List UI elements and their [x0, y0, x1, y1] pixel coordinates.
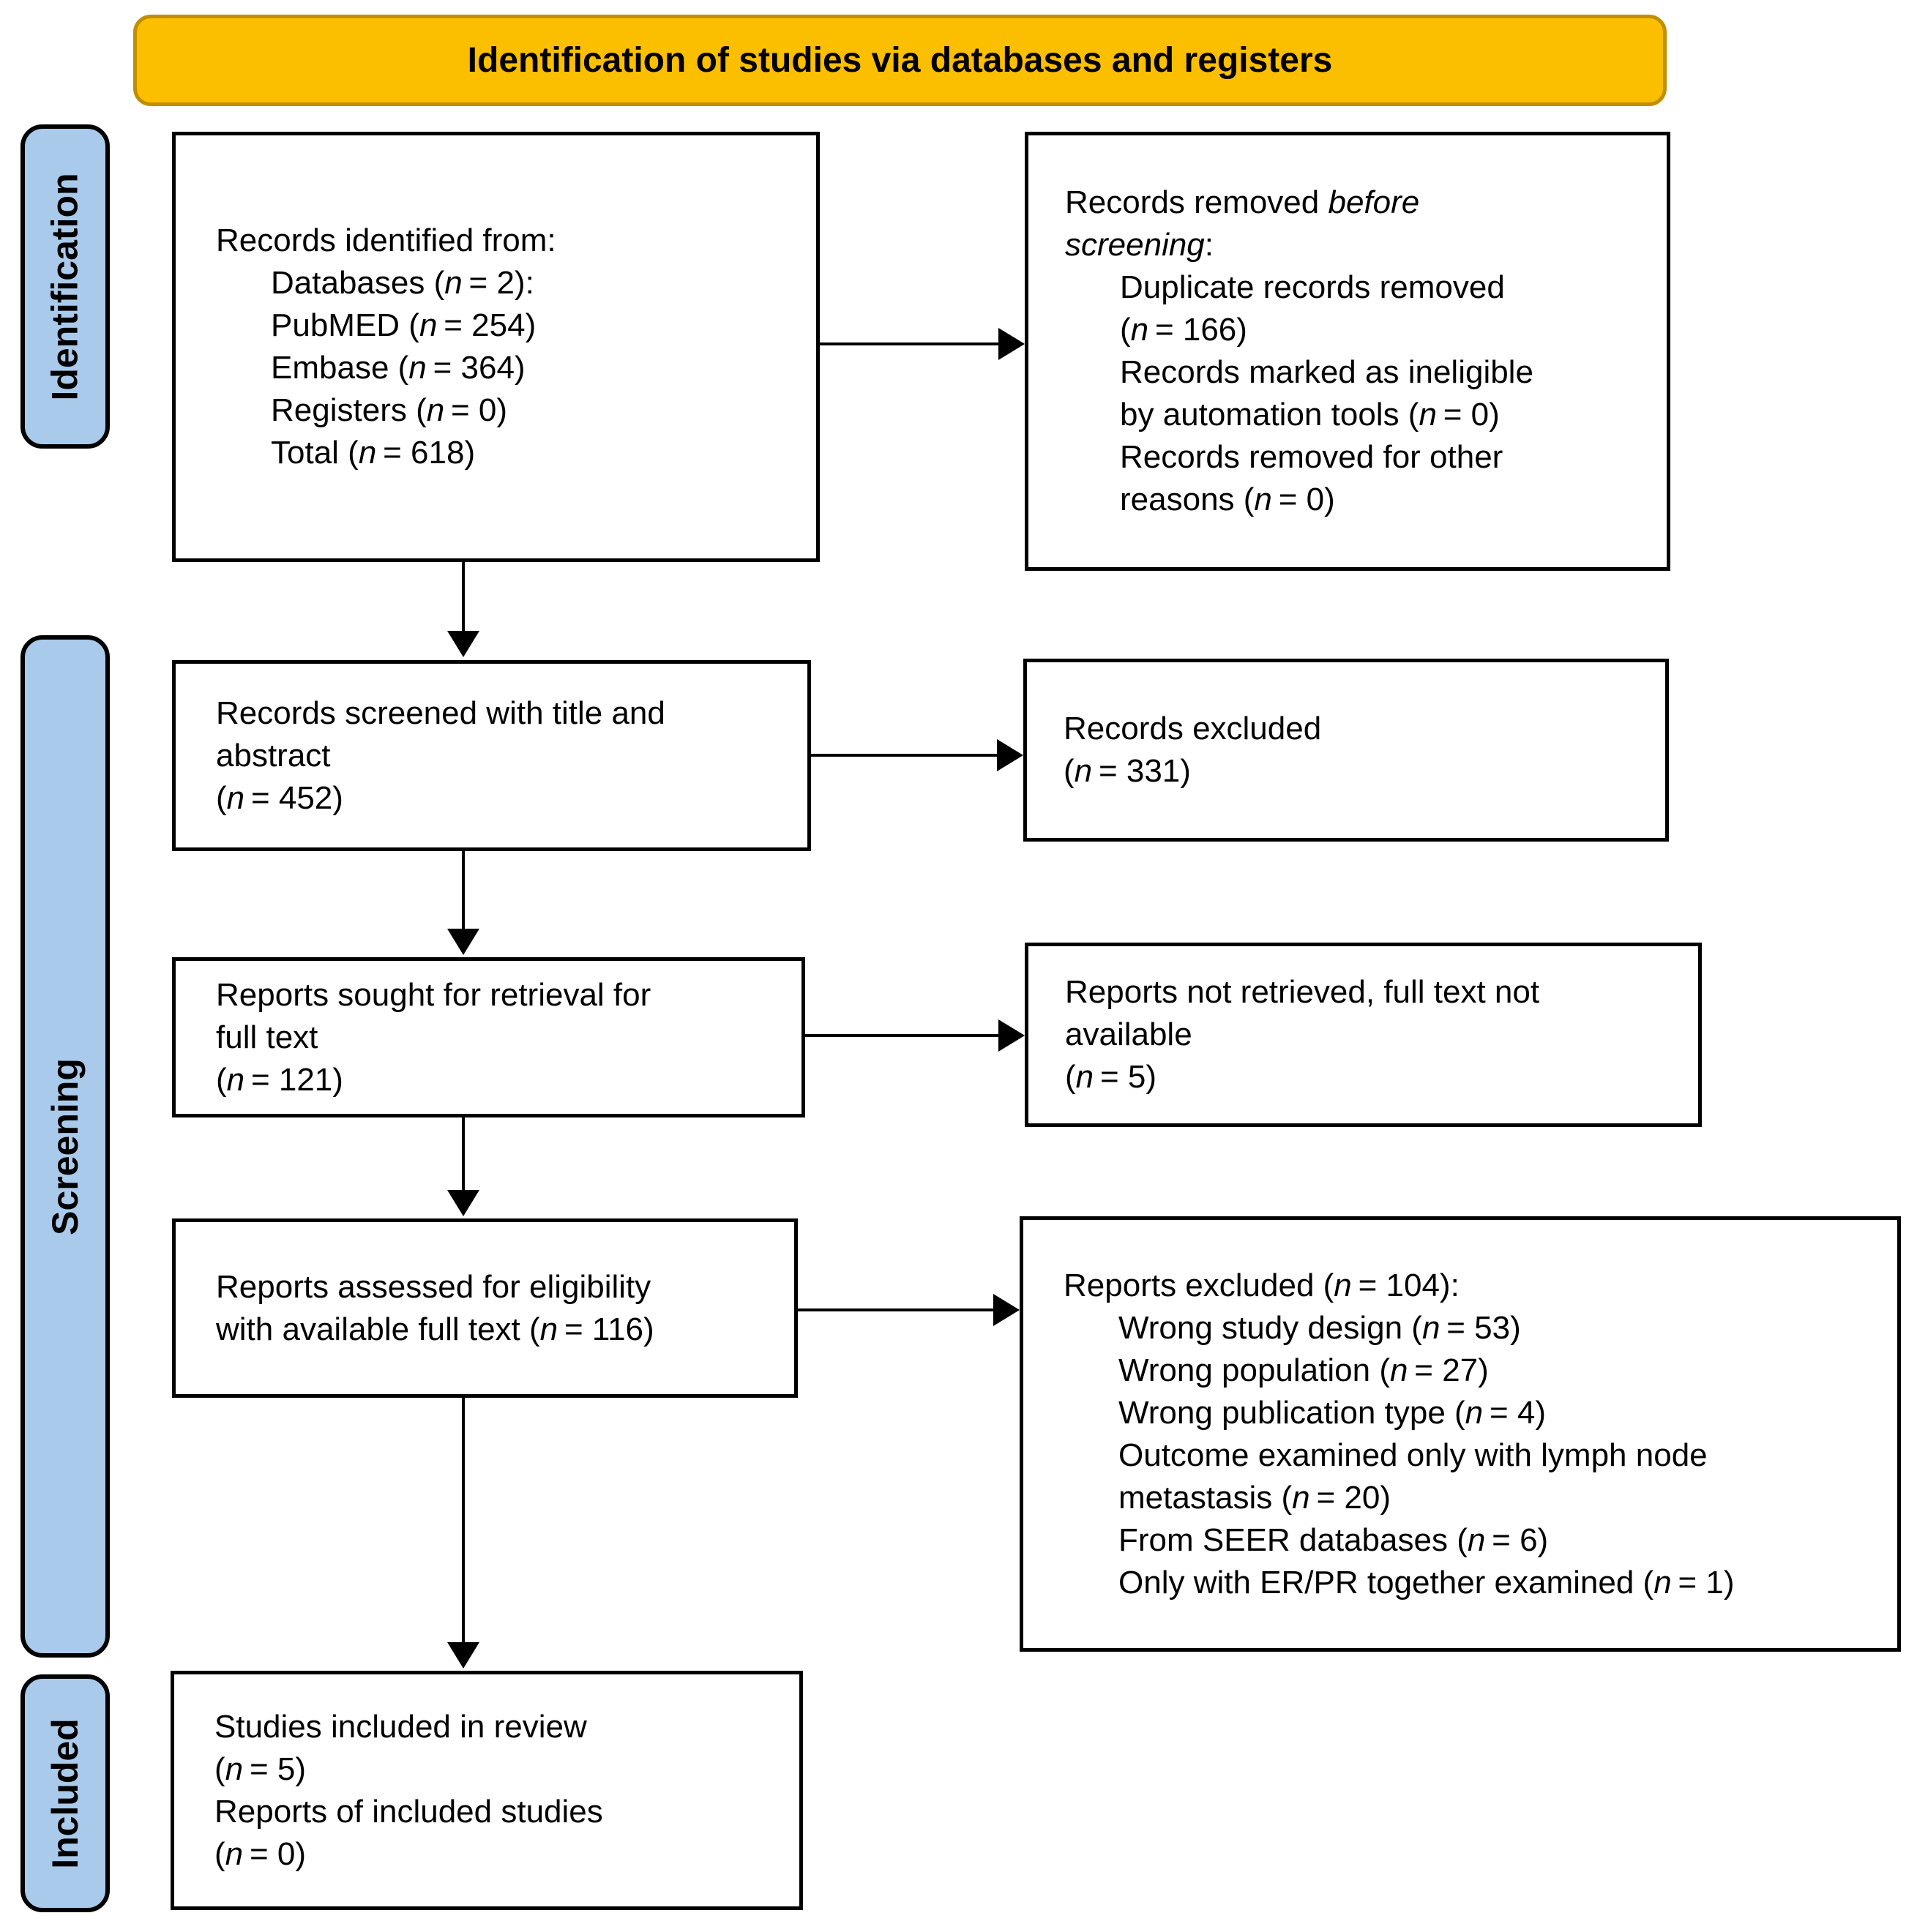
diagram-title-banner: Identification of studies via databases …: [133, 15, 1667, 106]
arrow-down-head-icon: [447, 1190, 479, 1216]
text-line: with available full text (n = 116): [216, 1311, 654, 1347]
text-line: Outcome examined only with lymph node: [1118, 1437, 1708, 1473]
text-line: Records screened with title and: [216, 694, 665, 731]
stage-included: Included: [20, 1674, 110, 1912]
box-studies-included: Studies included in review (n = 5) Reports…: [171, 1671, 803, 1910]
arrow-shaft: [462, 1117, 465, 1193]
box-records-removed-before-screening: Records removed before screening: Duplicat…: [1025, 132, 1670, 571]
text-line: (n = 5): [214, 1751, 306, 1787]
stage-screening-label: Screening: [45, 1057, 86, 1235]
text-line: Reports assessed for eligibility: [216, 1268, 651, 1305]
text-line: PubMED (n = 254): [271, 307, 537, 343]
text-line: Only with ER/PR together examined (n = 1…: [1118, 1564, 1735, 1600]
text-line: From SEER databases (n = 6): [1118, 1521, 1549, 1558]
arrow-screened-to-sought: [447, 851, 479, 955]
arrow-right-head-icon: [993, 1294, 1020, 1326]
text-line: Records removed for other: [1120, 439, 1503, 475]
text-line: Wrong publication type (n = 4): [1118, 1394, 1547, 1431]
stage-identification-label: Identification: [45, 172, 86, 401]
text-line: by automation tools (n = 0): [1120, 397, 1500, 433]
text-line: reasons (n = 0): [1120, 482, 1335, 517]
text-line: (n = 452): [216, 779, 343, 816]
text-line: Total (n = 618): [271, 435, 476, 471]
box-records-screened: Records screened with title and abstract (…: [172, 660, 811, 851]
arrow-down-head-icon: [447, 1642, 479, 1669]
arrow-down-head-icon: [447, 929, 479, 955]
text-line: Embase (n = 364): [271, 350, 526, 386]
box-records-excluded: Records excluded (n = 331): [1023, 659, 1669, 842]
text-line: Databases (n = 2):: [271, 265, 534, 301]
text-line: Studies included in review: [214, 1708, 587, 1745]
text-line: Reports not retrieved, full text not: [1065, 974, 1540, 1010]
text-line: Records marked as ineligible: [1120, 354, 1533, 390]
arrow-identified-to-removed: [820, 328, 1025, 360]
box-reports-sought: Reports sought for retrieval for full tex…: [172, 957, 805, 1117]
text-line: Registers (n = 0): [271, 392, 508, 428]
box-reports-not-retrieved: Reports not retrieved, full text not avai…: [1025, 943, 1702, 1127]
arrow-shaft: [798, 1308, 996, 1311]
text-line: full text: [216, 1019, 318, 1055]
text-line: (n = 5): [1065, 1059, 1156, 1095]
text-line: (n = 331): [1064, 753, 1191, 789]
arrow-screened-to-excluded: [811, 739, 1023, 771]
box-records-identified: Records identified from: Databases (n = 2…: [172, 132, 820, 562]
arrow-shaft: [805, 1034, 1001, 1037]
arrow-shaft: [462, 851, 465, 932]
text-line: available: [1065, 1016, 1192, 1052]
arrow-down-head-icon: [447, 631, 479, 657]
stage-identification: Identification: [20, 124, 110, 449]
arrow-right-head-icon: [997, 739, 1023, 771]
text-line: Wrong population (n = 27): [1118, 1352, 1489, 1388]
arrow-shaft: [820, 342, 1001, 345]
stage-screening: Screening: [20, 635, 110, 1658]
text-line: Reports of included studies: [214, 1793, 603, 1830]
arrow-sought-to-not-retrieved: [805, 1019, 1025, 1052]
text-line: Reports sought for retrieval for: [216, 976, 651, 1013]
box-reports-assessed: Reports assessed for eligibility with ava…: [172, 1218, 798, 1398]
text-line: (n = 121): [216, 1061, 343, 1098]
arrow-shaft: [811, 754, 1000, 757]
arrow-assessed-to-included: [447, 1398, 479, 1669]
arrow-shaft: [462, 1398, 465, 1645]
arrow-assessed-to-excluded: [798, 1294, 1020, 1326]
text-line: Records excluded: [1064, 711, 1322, 746]
text-line: metastasis (n = 20): [1118, 1479, 1391, 1516]
text-line: Records removed before: [1065, 184, 1420, 220]
arrow-right-head-icon: [998, 328, 1025, 360]
text-line: Wrong study design (n = 53): [1118, 1309, 1521, 1346]
arrow-shaft: [462, 562, 465, 634]
arrow-sought-to-assessed: [447, 1117, 479, 1216]
arrow-identified-to-screened: [447, 562, 479, 657]
text-line: (n = 166): [1120, 312, 1247, 348]
text-line: Reports excluded (n = 104):: [1064, 1267, 1460, 1303]
arrow-right-head-icon: [998, 1019, 1025, 1052]
box-reports-excluded: Reports excluded (n = 104): Wrong study d…: [1020, 1216, 1901, 1652]
text-line: screening:: [1065, 227, 1214, 263]
stage-included-label: Included: [45, 1718, 86, 1869]
text-line: Duplicate records removed: [1120, 269, 1505, 305]
text-line: (n = 0): [214, 1835, 306, 1872]
text-line: Records identified from:: [216, 222, 556, 258]
text-line: abstract: [216, 737, 331, 774]
diagram-title: Identification of studies via databases …: [467, 41, 1333, 80]
